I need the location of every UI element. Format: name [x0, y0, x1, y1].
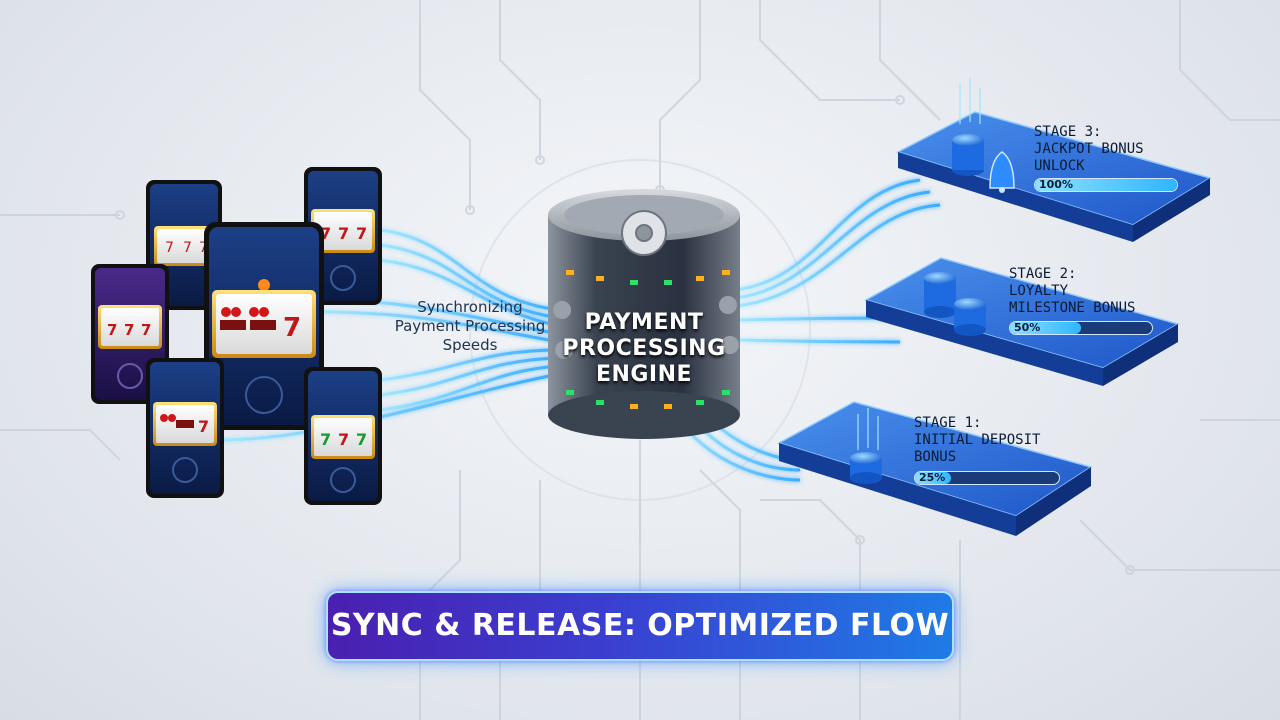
stage-3-progress-bar: 100% [1034, 178, 1178, 192]
coin-stack-icon [850, 408, 882, 484]
stage-1-label: STAGE 1: INITIAL DEPOSIT BONUS [914, 415, 1041, 465]
svg-text:7: 7 [141, 321, 151, 339]
svg-text:7: 7 [124, 321, 134, 339]
svg-text:7: 7 [199, 240, 208, 256]
coin-stacks-icon [924, 272, 986, 336]
stage-2-progress-text: 50% [1014, 321, 1041, 334]
gear-icon [621, 210, 667, 256]
phone-bottom-right: 7 7 7 [304, 367, 382, 505]
svg-text:7: 7 [183, 240, 192, 256]
svg-text:7: 7 [356, 430, 367, 449]
stage-1-progress-fill [915, 472, 951, 484]
side-gear-icons [553, 296, 739, 359]
svg-text:7: 7 [198, 417, 209, 436]
bell-and-coins-icon [952, 78, 1015, 193]
sync-label: Synchronizing Payment Processing Speeds [394, 298, 546, 354]
stage-3-progress-text: 100% [1039, 178, 1073, 191]
engine-title: PAYMENT PROCESSING ENGINE [562, 310, 726, 387]
svg-text:7: 7 [338, 430, 349, 449]
svg-text:7: 7 [107, 321, 117, 339]
phone-bottom-left: 7 [146, 358, 224, 498]
phone-top-left: 7 7 7 [146, 180, 222, 310]
svg-text:7: 7 [283, 313, 301, 343]
stage-2-progress-fill [1010, 322, 1081, 334]
stage-1-progress-text: 25% [919, 471, 946, 484]
phone-center-large: 7 [204, 222, 324, 430]
stage-1-progress-bar: 25% [914, 471, 1060, 485]
stage-3-label: STAGE 3: JACKPOT BONUS UNLOCK [1034, 124, 1144, 174]
slot-phones: 7 7 7 7 7 7 7 7 7 [91, 167, 382, 505]
title-banner: SYNC & RELEASE: OPTIMIZED FLOW [326, 591, 954, 661]
svg-text:7: 7 [320, 430, 331, 449]
stage-2-progress-bar: 50% [1009, 321, 1153, 335]
input-flow-lines [219, 228, 561, 442]
stage-3-progress-fill [1035, 179, 1177, 191]
status-lights [566, 270, 730, 409]
stage-2-label: STAGE 2: LOYALTY MILESTONE BONUS [1009, 266, 1136, 316]
payment-engine-cylinder [548, 189, 740, 439]
stage-1-platform [777, 401, 1093, 536]
svg-text:7: 7 [320, 224, 331, 243]
slot-symbol: 7 [165, 240, 174, 256]
svg-text:7: 7 [356, 224, 367, 243]
svg-text:7: 7 [338, 224, 349, 243]
